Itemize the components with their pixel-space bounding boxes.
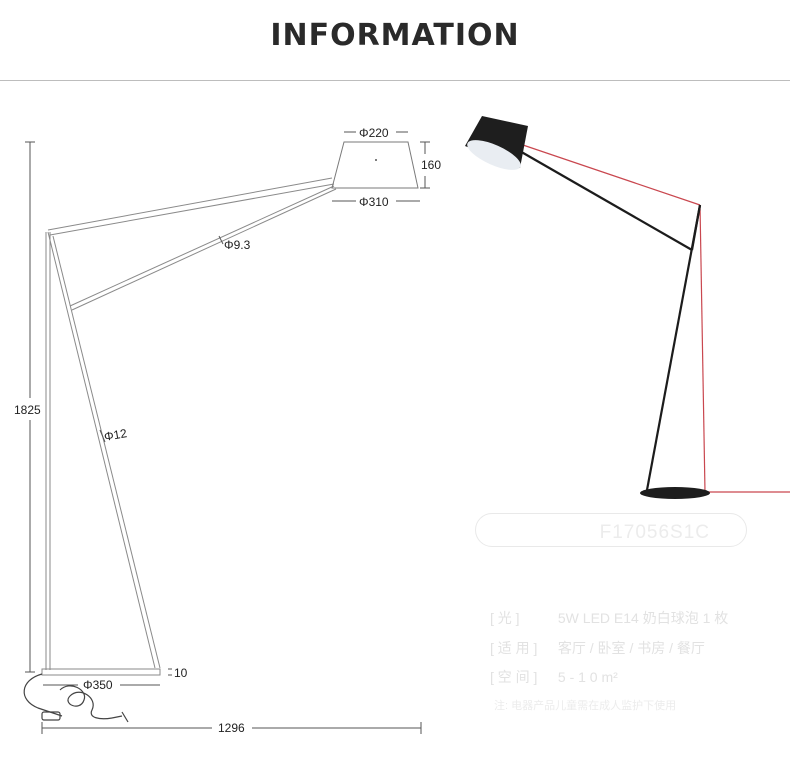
total-width-label: 1296 [218,721,245,735]
header-divider [0,80,790,81]
base-diameter-label: Φ350 [83,678,113,692]
shade-bottom-diameter-label: Φ310 [359,195,389,209]
spec-key: [ 空 间 ] [490,669,538,685]
shade-height-label: 160 [421,158,442,172]
power-cable-outline [23,673,129,723]
spec-row-space: [ 空 间 ] 5 - 1 0 m² [490,667,618,687]
lamp-shade-outline [331,141,419,189]
spec-key: [ 适 用 ] [490,640,538,656]
shade-top-diameter-label: Φ220 [359,126,389,140]
spec-key: [ 光 ] [490,610,520,626]
spec-value: 客厅 / 卧室 / 书房 / 餐厅 [557,640,705,656]
model-number-pill: F17056S1C [475,513,747,547]
lamp-pole-outline [41,177,337,676]
model-number: F17056S1C [599,522,710,543]
spec-value: 5 - 1 0 m² [557,669,618,685]
spec-value: 5W LED E14 奶白球泡 1 枚 [557,610,729,626]
safety-note: 注: 电器产品儿童需在成人监护下使用 [494,700,677,712]
base-height-label: 10 [174,666,188,680]
arm-diameter-label: Φ9.3 [224,238,251,252]
spec-row-light: [ 光 ] 5W LED E14 奶白球泡 1 枚 [490,608,728,628]
total-height-label: 1825 [14,403,41,417]
spec-row-usage: [ 适 用 ] 客厅 / 卧室 / 书房 / 餐厅 [490,638,705,658]
page-title: INFORMATION [270,18,520,53]
